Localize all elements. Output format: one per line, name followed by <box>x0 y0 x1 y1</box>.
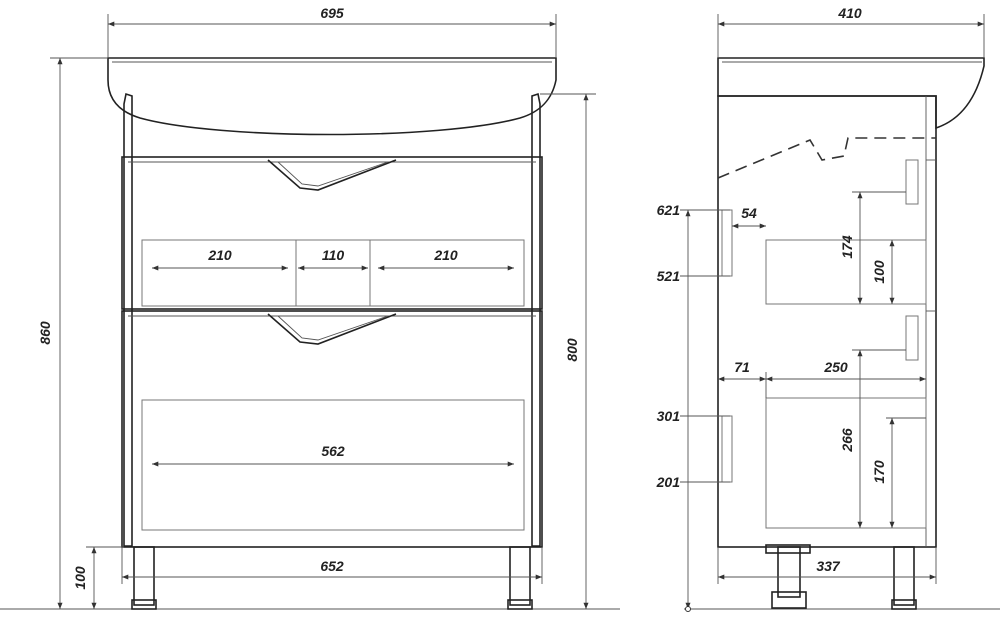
dim-337-label: 337 <box>816 558 841 574</box>
dim-100-leg-label: 100 <box>72 566 88 590</box>
dim-266-label: 266 <box>839 428 855 453</box>
dim-652-label: 652 <box>320 558 344 574</box>
level-201-label: 201 <box>656 474 681 490</box>
front-right-leg <box>509 546 531 606</box>
level-301-label: 301 <box>657 408 681 424</box>
side-view: 410 337 621 521 301 201 54 71 250 174 <box>656 5 1000 612</box>
dim-170-label: 170 <box>871 460 887 484</box>
side-lower-handle <box>905 315 919 361</box>
dim-860-label: 860 <box>37 321 53 345</box>
side-sink-profile <box>717 57 985 130</box>
dim-695-label: 695 <box>320 5 344 21</box>
side-lower-back-mark <box>721 415 733 483</box>
dim-562-label: 562 <box>321 443 345 459</box>
side-back-leg <box>777 546 801 598</box>
upper-drawer-handle <box>267 159 397 191</box>
dim-210-right-label: 210 <box>433 247 458 263</box>
dim-100-side-label: 100 <box>871 260 887 284</box>
level-621-label: 621 <box>657 202 681 218</box>
upper-drawer-box-right <box>369 239 525 307</box>
dim-410-label: 410 <box>837 5 862 21</box>
side-lower-drawer-box <box>765 397 927 529</box>
cabinet-right-side <box>531 92 541 547</box>
cabinet-left-side <box>123 92 133 547</box>
lower-drawer-front <box>121 310 543 548</box>
dim-71-label: 71 <box>734 359 750 375</box>
side-upper-drawer-box <box>765 239 927 305</box>
dim-110-label: 110 <box>322 247 345 263</box>
upper-drawer-front <box>121 156 543 310</box>
dim-54-label: 54 <box>741 205 757 221</box>
dim-250-label: 250 <box>823 359 848 375</box>
side-upper-back-mark <box>721 209 733 277</box>
side-front-leg <box>893 546 915 606</box>
dim-174-label: 174 <box>839 235 855 259</box>
side-upper-handle <box>905 159 919 205</box>
siphon-dashed <box>717 137 936 179</box>
lower-drawer-box <box>141 399 525 531</box>
level-521-label: 521 <box>657 268 681 284</box>
lower-drawer-handle <box>267 313 397 345</box>
dim-800-label: 800 <box>564 338 580 362</box>
sink-top <box>107 57 557 136</box>
dim-210-left-label: 210 <box>207 247 232 263</box>
front-view: 695 860 800 100 652 210 110 210 562 <box>0 5 620 610</box>
front-left-leg <box>133 546 155 606</box>
side-cabinet-body <box>717 95 937 548</box>
